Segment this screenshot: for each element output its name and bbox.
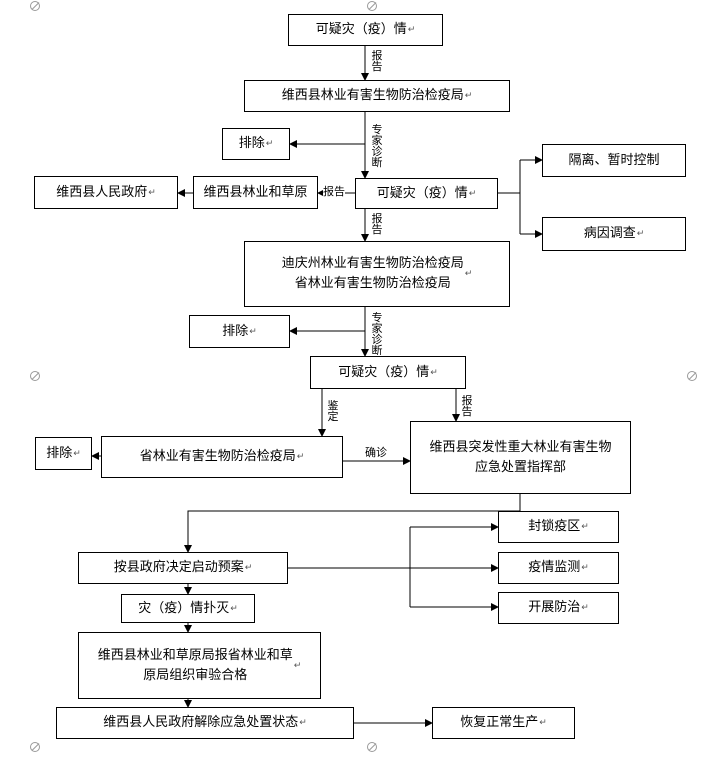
node-suspect-1: 可疑灾（疫）情↵ bbox=[288, 14, 443, 46]
node-acceptance: 维西县林业和草原局报省林业和草 原局组织审验合格↵ bbox=[78, 632, 321, 699]
node-isolate: 隔离、暂时控制 bbox=[542, 144, 686, 177]
node-exclude-1: 排除↵ bbox=[222, 128, 290, 160]
node-county-bureau: 维西县林业有害生物防治检疫局↵ bbox=[244, 80, 510, 112]
node-monitoring: 疫情监测↵ bbox=[498, 552, 619, 584]
anchor-marker-icon bbox=[30, 742, 40, 752]
label-report-1: 报告 bbox=[371, 50, 383, 77]
node-province-bureau: 省林业有害生物防治检疫局↵ bbox=[101, 436, 343, 478]
node-prevention: 开展防治↵ bbox=[498, 592, 619, 624]
label-report-left: 报告 bbox=[323, 185, 345, 198]
label-confirm: 确诊 bbox=[365, 446, 387, 459]
label-report-3: 报告 bbox=[461, 395, 473, 417]
arrow-command-to-start-plan bbox=[184, 494, 521, 553]
node-cause-investigation: 病因调查↵ bbox=[542, 217, 686, 251]
anchor-marker-icon bbox=[30, 1, 40, 11]
node-county-government-1: 维西县人民政府↵ bbox=[34, 176, 178, 209]
node-extinguish: 灾（疫）情扑灭↵ bbox=[121, 594, 255, 623]
node-suspect-2: 可疑灾（疫）情↵ bbox=[355, 178, 498, 209]
node-county-forestry: 维西县林业和草原 bbox=[193, 176, 318, 209]
node-command-hq: 维西县突发性重大林业有害生物 应急处置指挥部 bbox=[410, 421, 631, 494]
anchor-marker-icon bbox=[687, 371, 697, 381]
node-suspect-3: 可疑灾（疫）情↵ bbox=[310, 356, 466, 389]
anchor-marker-icon bbox=[367, 1, 377, 11]
label-expert-diagnosis-1: 专家诊断 bbox=[371, 124, 383, 172]
anchor-marker-icon bbox=[367, 742, 377, 752]
node-seal-area: 封锁疫区↵ bbox=[498, 511, 619, 543]
label-identify: 鉴定 bbox=[327, 400, 339, 430]
node-resume-production: 恢复正常生产↵ bbox=[432, 707, 575, 739]
node-prefecture-bureau: 迪庆州林业有害生物防治检疫局 省林业有害生物防治检疫局↵ bbox=[244, 241, 510, 307]
node-lift-emergency: 维西县人民政府解除应急处置状态↵ bbox=[56, 707, 354, 739]
node-start-plan: 按县政府决定启动预案↵ bbox=[78, 552, 288, 584]
label-expert-diagnosis-2: 专家诊断 bbox=[371, 312, 383, 355]
label-report-2: 报告 bbox=[371, 213, 383, 238]
anchor-marker-icon bbox=[30, 371, 40, 381]
node-exclude-3: 排除↵ bbox=[35, 437, 92, 470]
node-exclude-2: 排除↵ bbox=[189, 315, 290, 348]
